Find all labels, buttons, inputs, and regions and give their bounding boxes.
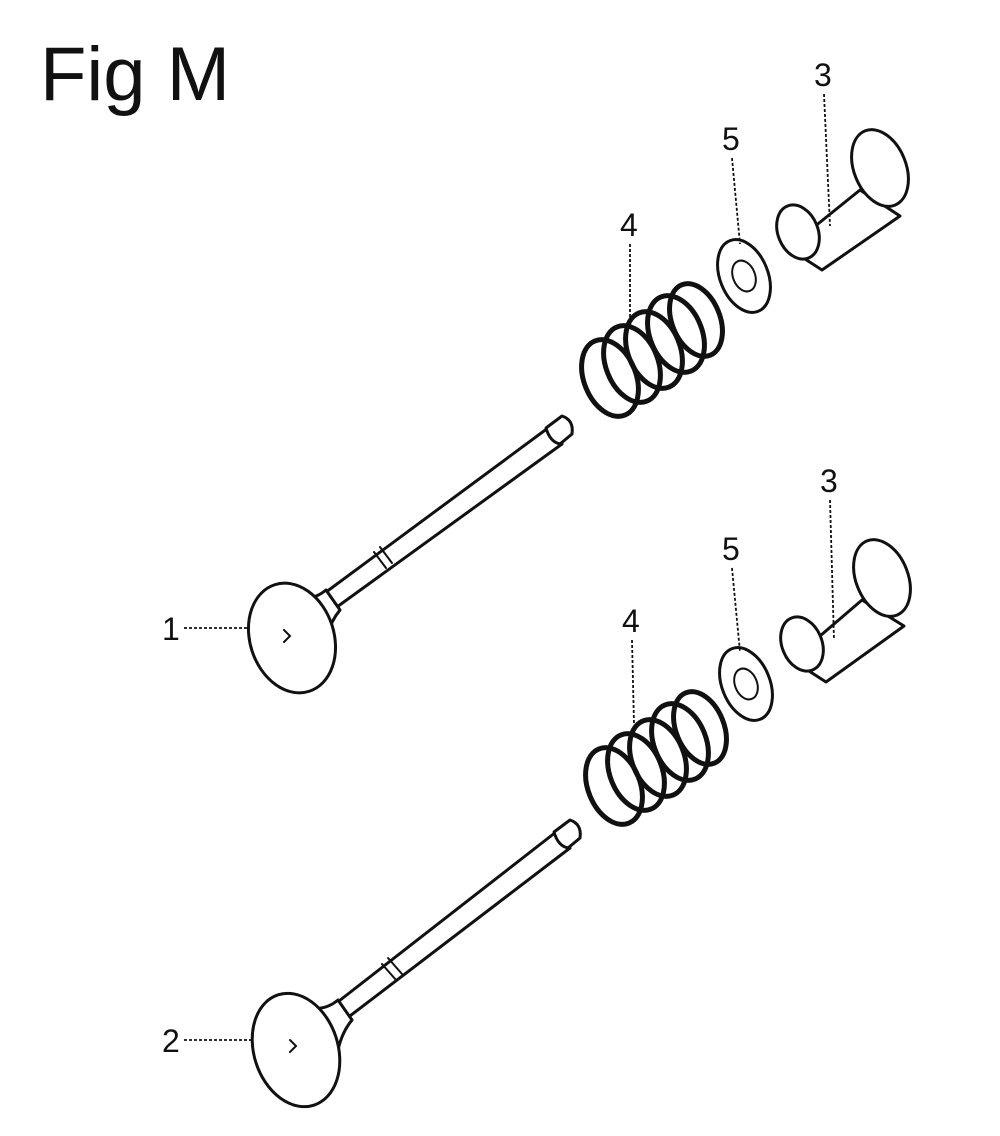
callout-label-3-upper: 3	[814, 57, 832, 93]
callout-3-lower: 3	[820, 463, 838, 641]
exhaust-valve-part	[250, 818, 582, 1109]
valve-spring-upper-part	[579, 281, 725, 419]
callout-label-5-upper: 5	[722, 121, 740, 157]
callout-label-4-upper: 4	[620, 207, 638, 243]
valve-spring-lower-part	[583, 689, 729, 827]
spring-retainer-upper-part	[716, 238, 772, 314]
callout-1: 1	[162, 611, 250, 647]
callout-3-upper: 3	[814, 57, 832, 227]
valve-guide-upper-part	[775, 128, 910, 272]
callout-label-4-lower: 4	[622, 603, 640, 639]
valve-guide-lower-part	[779, 538, 912, 684]
callout-label-2: 2	[162, 1023, 180, 1059]
spring-retainer-lower-part	[718, 646, 774, 722]
callout-5-lower: 5	[722, 531, 741, 653]
callout-label-3-lower: 3	[820, 463, 838, 499]
figure-title: Fig M	[40, 32, 230, 117]
callout-4-upper: 4	[620, 207, 638, 318]
callout-2: 2	[162, 1023, 254, 1059]
callout-label-5-lower: 5	[722, 531, 740, 567]
callout-5-upper: 5	[722, 121, 741, 245]
callout-4-lower: 4	[622, 603, 640, 725]
intake-valve-part	[246, 414, 574, 695]
callout-label-1: 1	[162, 611, 180, 647]
